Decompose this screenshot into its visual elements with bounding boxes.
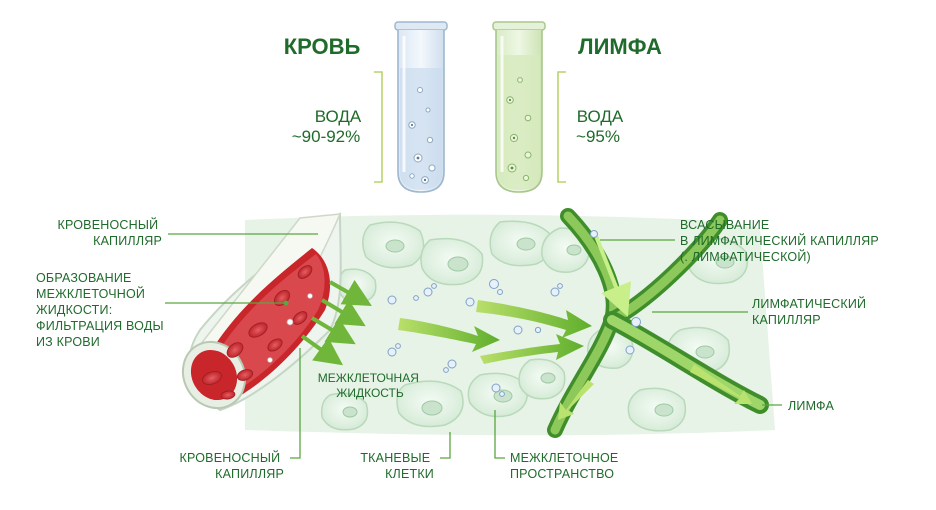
- blood-water-label: ВОДА: [315, 107, 362, 126]
- label-blood-capillary-top: КРОВЕНОСНЫЙ КАПИЛЛЯР: [58, 217, 162, 248]
- label-interstitial-fluid: МЕЖКЛЕТОЧНАЯ ЖИДКОСТЬ: [318, 371, 423, 400]
- blood-capillary: [181, 212, 342, 412]
- blood-water-bracket: [374, 71, 383, 183]
- flow-arrows: [398, 300, 752, 420]
- tissue-region: [245, 214, 775, 436]
- lymph-water-value: ~95%: [576, 127, 620, 146]
- label-interstitial-space: МЕЖКЛЕТОЧНОЕ ПРОСТРАНСТВО: [510, 451, 622, 481]
- label-lymphatic-capillary: ЛИМФАТИЧЕСКИЙ КАПИЛЛЯР: [752, 296, 870, 327]
- blood-title: КРОВЬ: [284, 34, 361, 59]
- label-absorption: ВСАСЫВАНИЕ В ЛИМФАТИЧЕСКИЙ КАПИЛЛЯР (. Л…: [680, 218, 883, 264]
- label-tissue-cells: ТКАНЕВЫЕ КЛЕТКИ: [360, 451, 434, 481]
- leader-lines: [165, 233, 782, 459]
- filtration-arrows: [300, 279, 372, 366]
- lymph-test-tube: [492, 21, 546, 193]
- lymph-water-label: ВОДА: [577, 107, 624, 126]
- red-blood-cells: [201, 265, 313, 400]
- label-formation: ОБРАЗОВАНИЕ МЕЖКЛЕТОЧНОЙ ЖИДКОСТИ: ФИЛЬТ…: [36, 271, 167, 349]
- lymph-title: ЛИМФА: [578, 34, 662, 59]
- lymph-water-bracket: [557, 71, 566, 183]
- label-lymph: ЛИМФА: [788, 399, 834, 413]
- water-molecules: [387, 230, 641, 397]
- label-blood-capillary-bottom: КРОВЕНОСНЫЙ КАПИЛЛЯР: [180, 450, 284, 481]
- blood-water-value: ~90-92%: [292, 127, 361, 146]
- blood-test-tube: [394, 21, 448, 193]
